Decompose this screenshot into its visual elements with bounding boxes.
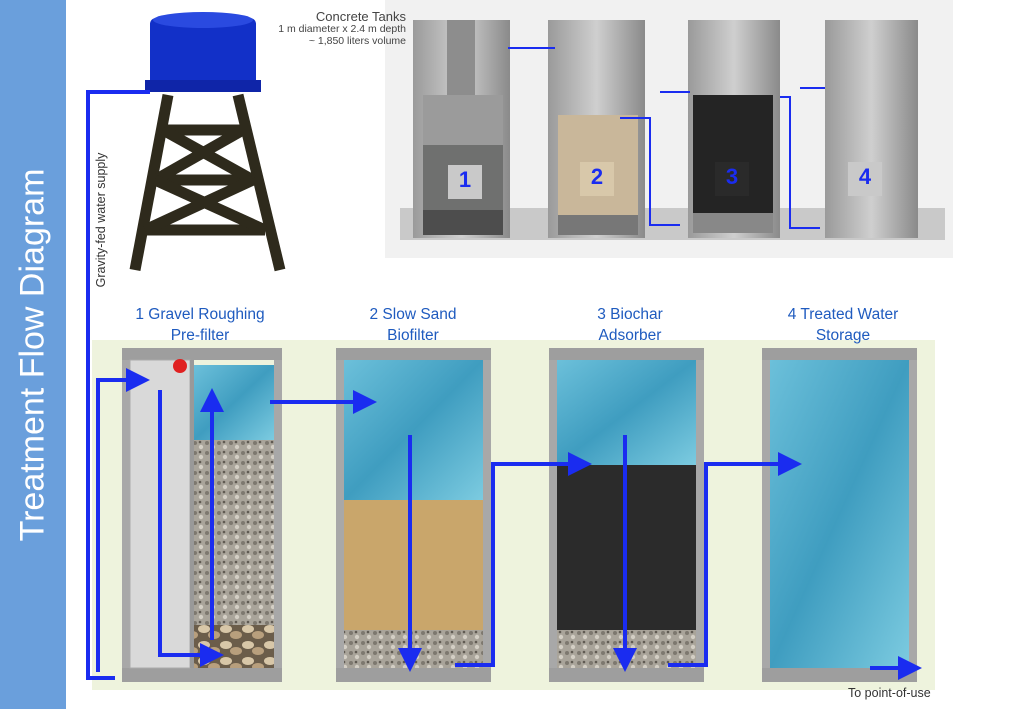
supply-pipe (86, 90, 150, 680)
stage-3-name: 3 Biochar (597, 306, 663, 323)
render-number-3: 3 (725, 164, 739, 189)
render-number-4: 4 (858, 164, 872, 189)
tanks-render (385, 0, 953, 258)
stage-4-sub: Storage (815, 327, 871, 344)
stage-1-sub: Pre-filter (170, 327, 230, 344)
tank-note-title: Concrete Tanks (315, 9, 406, 24)
tank-1-gravel-roughing (122, 348, 282, 682)
stage-4-name: 4 Treated Water (787, 306, 899, 323)
tank-note-volume: ~ 1,850 liters volume (308, 34, 406, 47)
supply-label: Gravity-fed water supply (94, 152, 108, 288)
flow-arrows (96, 368, 922, 680)
tank-note-dimensions: 1 m diameter x 2.4 m depth (278, 23, 406, 36)
stage-2-sub: Biofilter (387, 327, 439, 344)
tank-4-storage (762, 348, 917, 682)
tank-2-slow-sand (336, 348, 491, 682)
water-tower (129, 12, 286, 272)
stage-3-sub: Adsorber (598, 327, 662, 344)
tank-note: Concrete Tanks 1 m diameter x 2.4 m dept… (278, 9, 406, 47)
stage-2-name: 2 Slow Sand (369, 306, 457, 323)
stage-1-name: 1 Gravel Roughing (135, 306, 265, 323)
render-number-2: 2 (590, 164, 604, 189)
outlet-label: To point-of-use (848, 686, 931, 700)
sidebar: Treatment Flow Diagram (0, 0, 66, 709)
render-number-1: 1 (458, 167, 472, 192)
